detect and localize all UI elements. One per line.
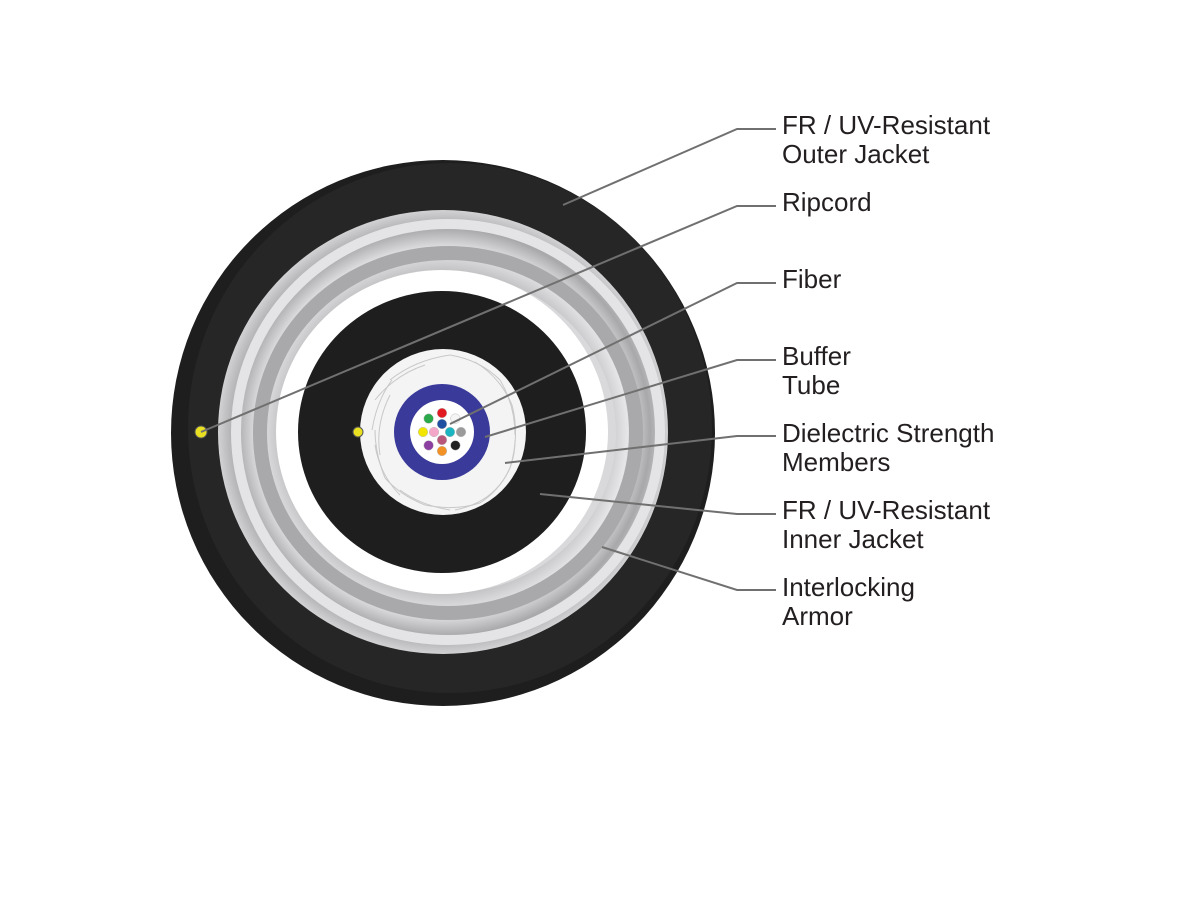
label-line: Outer Jacket — [782, 139, 930, 169]
fiber-strand — [423, 440, 434, 451]
label-ripcord: Ripcord — [782, 188, 872, 217]
fiber-strand — [423, 413, 434, 424]
label-line: Buffer — [782, 341, 851, 371]
strength-member-texture — [371, 354, 517, 511]
fiber-strand — [428, 426, 440, 438]
label-buffer-tube: Buffer Tube — [782, 342, 851, 400]
label-line: Inner Jacket — [782, 524, 924, 554]
leader-outer-jacket — [562, 128, 776, 206]
label-outer-jacket: FR / UV-Resistant Outer Jacket — [782, 111, 990, 169]
fiber-strand — [417, 426, 429, 438]
label-line: Interlocking — [782, 572, 915, 602]
leader-lines — [200, 128, 776, 591]
fiber-strand — [436, 445, 448, 457]
armor-band-mid — [253, 246, 643, 620]
label-armor: Interlocking Armor — [782, 573, 915, 631]
label-line: FR / UV-Resistant — [782, 110, 991, 140]
leader-inner-jacket — [539, 493, 776, 515]
fiber-strand — [450, 440, 461, 451]
leader-strength-members — [504, 435, 776, 464]
leader-fiber — [449, 282, 776, 425]
label-inner-jacket: FR / UV-Resistant Inner Jacket — [782, 496, 990, 554]
label-line: Armor — [782, 601, 853, 631]
label-line: Dielectric Strength — [782, 418, 995, 448]
fiber-strand — [436, 434, 448, 446]
label-line: Ripcord — [782, 187, 872, 217]
leader-ripcord — [200, 205, 776, 433]
armor-band-outer — [231, 219, 665, 645]
label-fiber: Fiber — [782, 265, 841, 294]
fiber-strand — [436, 407, 448, 419]
label-line: Tube — [782, 370, 841, 400]
label-strength-members: Dielectric Strength Members — [782, 419, 994, 477]
leader-armor — [601, 546, 776, 591]
label-line: Fiber — [782, 264, 842, 294]
leader-buffer-tube — [484, 359, 776, 438]
fiber-strand — [444, 426, 456, 438]
fiber-strand — [436, 418, 448, 430]
label-line: Members — [782, 447, 891, 477]
fiber-strand — [455, 426, 467, 438]
label-line: FR / UV-Resistant — [782, 495, 991, 525]
ripcord-inner — [352, 426, 364, 438]
